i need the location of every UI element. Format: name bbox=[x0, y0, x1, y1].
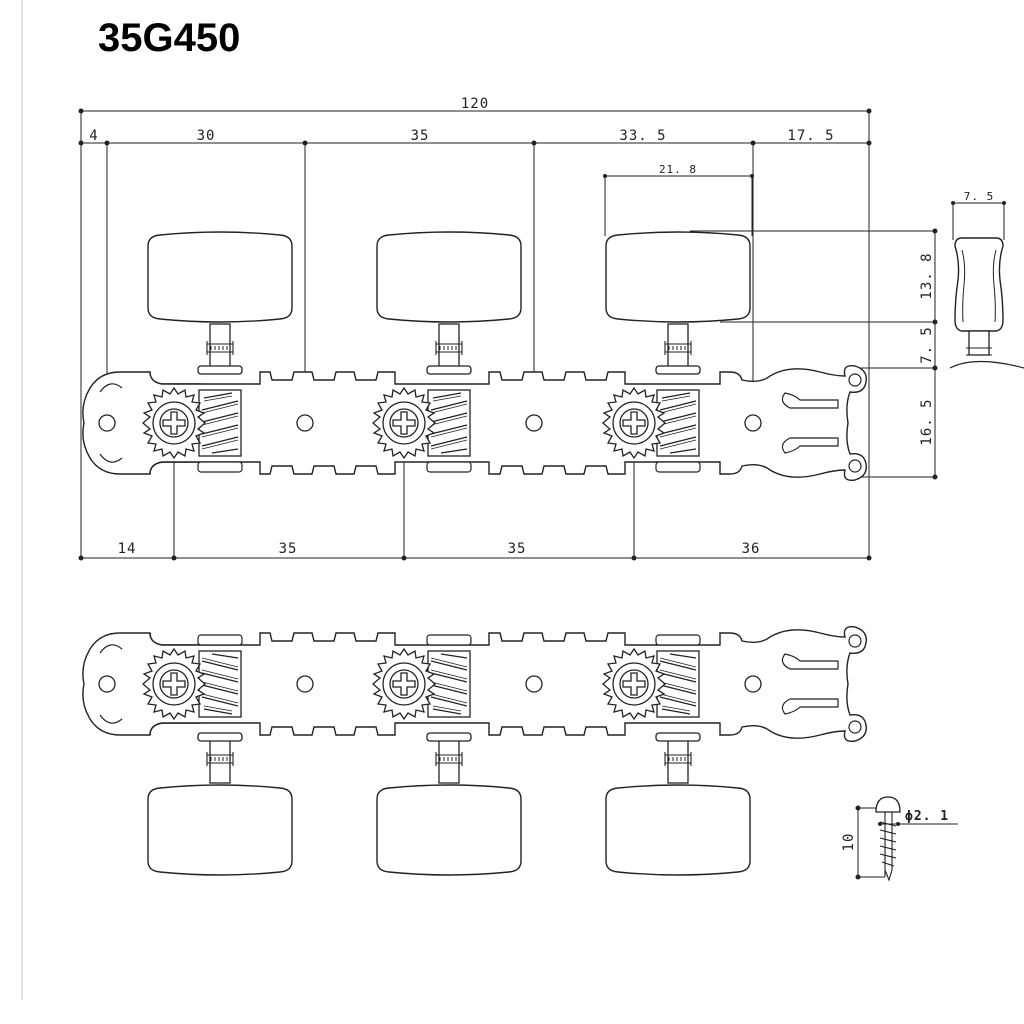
dim-bottom-spacing-3: 35 bbox=[508, 541, 527, 557]
dim-top-spacing-4: 33. 5 bbox=[619, 128, 666, 144]
mount-hole bbox=[744, 414, 762, 432]
dim-bottom-spacing-2: 35 bbox=[279, 541, 298, 557]
dim-button-width: 21. 8 bbox=[659, 163, 697, 176]
button-side-view: 7. 5 bbox=[949, 190, 1024, 369]
screw-detail: 10 ϕ2. 1 bbox=[841, 796, 958, 882]
model-title: 35G450 bbox=[98, 16, 241, 60]
keyhole-slot bbox=[781, 437, 839, 454]
top-view: 120 4 30 35 33. 5 17. 5 21. 8 13. 8 7. 5… bbox=[78, 96, 938, 561]
dim-top-spacing-1: 4 bbox=[89, 128, 98, 144]
dim-top-spacing-5: 17. 5 bbox=[787, 128, 834, 144]
keyhole-slot bbox=[781, 392, 839, 409]
mount-hole bbox=[296, 414, 314, 432]
mount-hole bbox=[525, 414, 543, 432]
dim-overall-length: 120 bbox=[461, 96, 489, 112]
top-dimension-lines bbox=[80, 110, 936, 559]
bottom-view bbox=[82, 626, 867, 876]
dim-bottom-spacing-4: 36 bbox=[742, 541, 761, 557]
dimension-dots bbox=[78, 108, 938, 561]
dim-top-spacing-2: 30 bbox=[197, 128, 216, 144]
tuner-buttons bbox=[147, 231, 751, 323]
dim-screw-diameter: ϕ2. 1 bbox=[905, 809, 949, 824]
dim-shaft-length: 7. 5 bbox=[919, 326, 935, 364]
dim-plate-height: 16. 5 bbox=[919, 398, 935, 445]
dim-button-thickness: 7. 5 bbox=[964, 190, 995, 203]
mount-hole bbox=[98, 414, 116, 432]
page-left-border bbox=[21, 0, 23, 1000]
dim-bottom-spacing-1: 14 bbox=[118, 541, 137, 557]
dim-button-height: 13. 8 bbox=[919, 252, 935, 299]
dim-top-spacing-3: 35 bbox=[411, 128, 430, 144]
dim-screw-length: 10 bbox=[841, 833, 857, 852]
